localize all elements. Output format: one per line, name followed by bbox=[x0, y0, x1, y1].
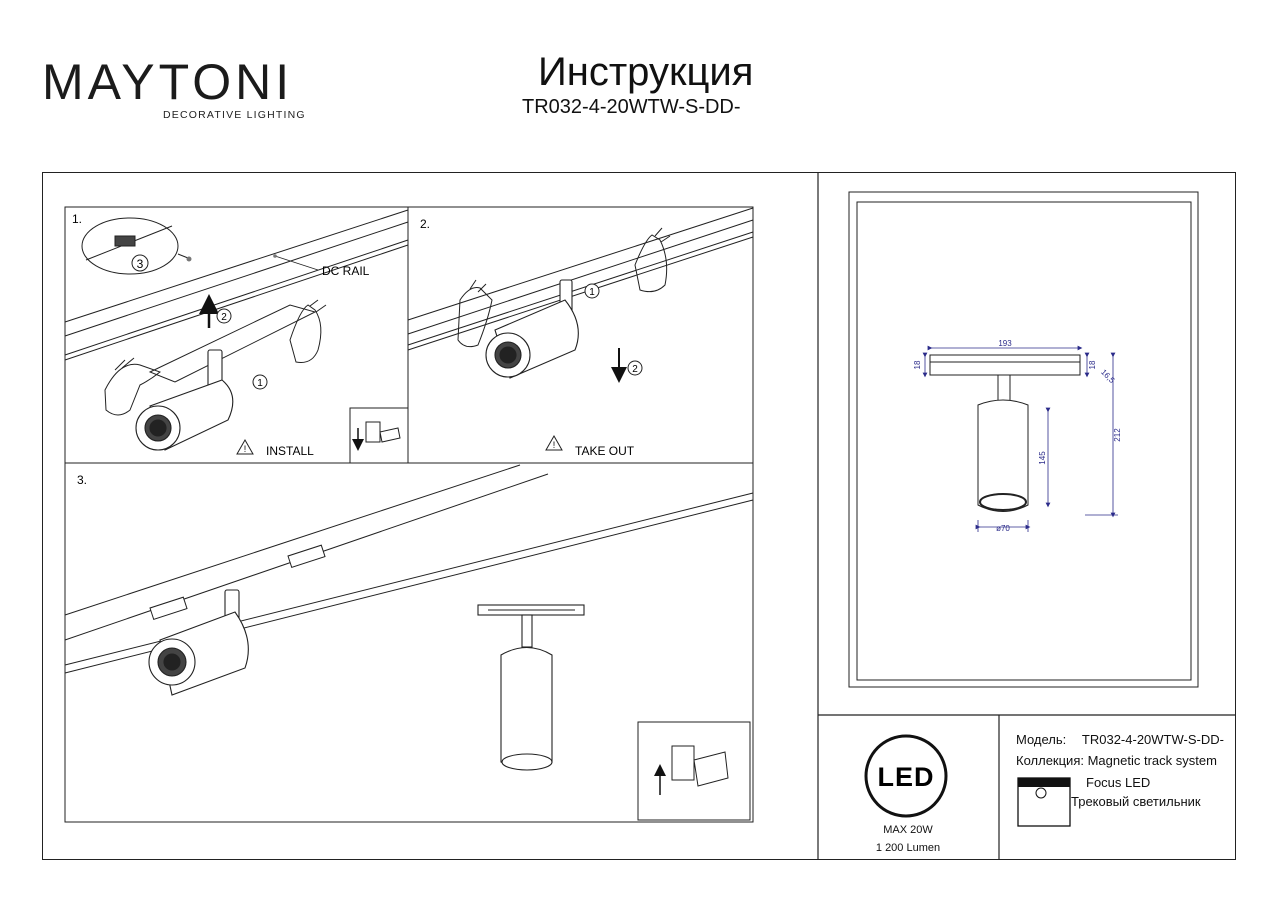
step2-circled-1: 1 bbox=[584, 283, 600, 299]
step1-detail-callout bbox=[81, 217, 192, 275]
spec-collection-label: Коллекция: bbox=[1016, 753, 1084, 768]
step1-circled-1: 1 bbox=[252, 374, 268, 390]
step1-circled-3: 3 bbox=[131, 254, 149, 272]
svg-text:DC RAIL: DC RAIL bbox=[322, 264, 370, 278]
step1-rail bbox=[64, 209, 409, 383]
max-power: MAX 20W bbox=[883, 824, 933, 836]
spec-model-label: Модель: bbox=[1016, 732, 1067, 747]
spec-model-row: Модель: TR032-4-20WTW-S-DD- bbox=[1016, 732, 1224, 747]
model-subtitle: TR032-4-20WTW-S-DD- bbox=[522, 96, 741, 118]
step2-warning: ! TAKE OUT bbox=[545, 434, 635, 458]
step2-arrow-down: 2 bbox=[611, 348, 643, 383]
step3-switch-on-icon bbox=[637, 721, 751, 821]
step2-number: 2. bbox=[420, 217, 430, 231]
svg-text:TAKE OUT: TAKE OUT bbox=[575, 444, 635, 458]
brand-logo: MAYTONI bbox=[42, 52, 293, 112]
svg-text:INSTALL: INSTALL bbox=[266, 444, 314, 458]
step2-hand-left-icon bbox=[457, 279, 493, 348]
step1-rail-label: DC RAIL bbox=[273, 254, 370, 278]
lumen-output: 1 200 Lumen bbox=[875, 842, 941, 854]
spec-model-value: TR032-4-20WTW-S-DD- bbox=[1081, 732, 1224, 747]
step3-fixture-mounted bbox=[148, 589, 249, 696]
spec-type: Трековый светильник bbox=[1071, 794, 1201, 809]
brand-name: MAYTONI bbox=[42, 54, 294, 110]
step3-panel: 3. bbox=[64, 464, 754, 821]
step1-switch-off-icon bbox=[349, 407, 409, 464]
step2-hand-right-icon bbox=[634, 227, 671, 293]
frame-dividers bbox=[64, 172, 1236, 860]
svg-text:2: 2 bbox=[221, 312, 227, 323]
svg-text:2: 2 bbox=[632, 364, 638, 375]
dimension-lines bbox=[922, 345, 1118, 532]
svg-text:212: 212 bbox=[1113, 428, 1122, 442]
svg-text:!: ! bbox=[553, 440, 556, 450]
spec-collection-row: Коллекция: Magnetic track system bbox=[1016, 753, 1217, 768]
svg-text:16,5: 16,5 bbox=[1099, 368, 1117, 386]
step1-hand-left-icon bbox=[104, 357, 162, 416]
technical-drawing: 193 18 18 16,5 212 145 ø70 bbox=[848, 191, 1199, 688]
svg-text:1: 1 bbox=[257, 378, 263, 389]
svg-text:18: 18 bbox=[913, 360, 922, 369]
step3-number: 3. bbox=[77, 473, 87, 487]
track-light-icon bbox=[1017, 777, 1071, 827]
svg-text:145: 145 bbox=[1038, 451, 1047, 465]
step1-hand-right-icon bbox=[289, 299, 327, 363]
svg-text:1: 1 bbox=[589, 287, 595, 298]
svg-text:LED: LED bbox=[878, 762, 935, 792]
step2-fixture bbox=[485, 279, 579, 379]
brand-tagline: DECORATIVE LIGHTING bbox=[163, 109, 306, 121]
svg-text:18: 18 bbox=[1088, 360, 1097, 369]
step1-panel: 1. 3 DC RAIL 2 bbox=[64, 209, 409, 464]
svg-text:!: ! bbox=[244, 444, 247, 454]
led-badge: LED bbox=[864, 734, 948, 818]
svg-text:ø70: ø70 bbox=[996, 524, 1010, 533]
spec-series: Focus LED bbox=[1086, 775, 1151, 790]
step2-rail bbox=[407, 207, 754, 351]
step1-arrow-up: 2 bbox=[199, 294, 232, 328]
step2-panel: 2. 1 2 bbox=[407, 207, 754, 458]
step1-number: 1. bbox=[72, 212, 82, 226]
spec-collection-value: Magnetic track system bbox=[1087, 753, 1217, 768]
step1-fixture bbox=[135, 349, 234, 451]
step3-fixture-front bbox=[477, 604, 585, 771]
page-title: Инструкция bbox=[538, 50, 754, 94]
step1-warning: ! INSTALL bbox=[236, 438, 314, 458]
instruction-frame bbox=[42, 172, 1236, 860]
svg-text:193: 193 bbox=[998, 339, 1012, 348]
svg-text:3: 3 bbox=[137, 257, 144, 271]
